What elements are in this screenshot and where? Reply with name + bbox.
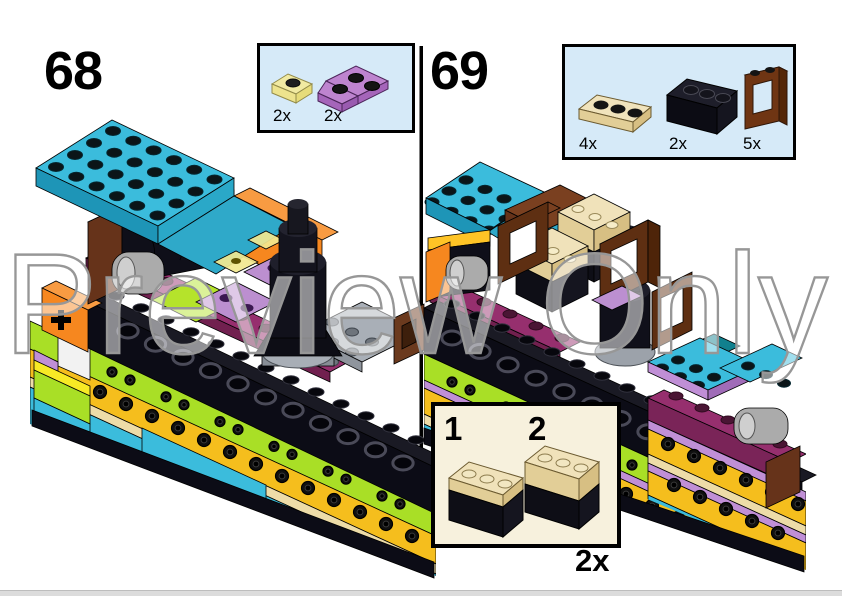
azure-top-plate — [35, 119, 293, 275]
trans-yellow-plate-icon — [270, 73, 314, 104]
subassembly-step-2-label: 2 — [528, 410, 547, 447]
step-68-number: 68 — [44, 41, 103, 101]
part-qty: 2x — [324, 106, 342, 125]
part-qty: 2x — [669, 134, 687, 153]
new-brown-window-frames — [497, 201, 693, 351]
step-68-parts-icons — [270, 65, 390, 113]
new-trans-yellow-plates — [213, 230, 285, 274]
tan-plate-icon — [577, 94, 653, 134]
hull-bottom-edge — [31, 409, 435, 579]
subassembly-diagram — [447, 445, 601, 539]
step-69-parts-icons — [577, 66, 789, 136]
subassembly-step-1-label: 1 — [444, 410, 463, 447]
step-68-parts-callout: 2x 2x — [257, 43, 415, 133]
black-brick-icon — [665, 78, 739, 136]
step-68-model — [30, 119, 447, 579]
subassembly-step-2 — [523, 445, 601, 531]
part-qty: 2x — [273, 106, 291, 125]
step-divider — [419, 46, 423, 548]
subassembly-callout: 1 2 — [431, 402, 621, 548]
lavender-corner-plate-icon — [317, 65, 390, 113]
subassembly-qty: 2x — [575, 543, 610, 578]
part-qty: 4x — [579, 134, 597, 153]
black-round-tower — [253, 199, 343, 369]
subassembly-step-1 — [447, 461, 525, 539]
brown-window-icon — [743, 66, 789, 130]
step-69-parts-callout: 4x 2x 5x — [562, 44, 796, 160]
part-qty: 5x — [743, 134, 761, 153]
footer-bar — [0, 590, 842, 596]
step-69-number: 69 — [430, 41, 489, 101]
